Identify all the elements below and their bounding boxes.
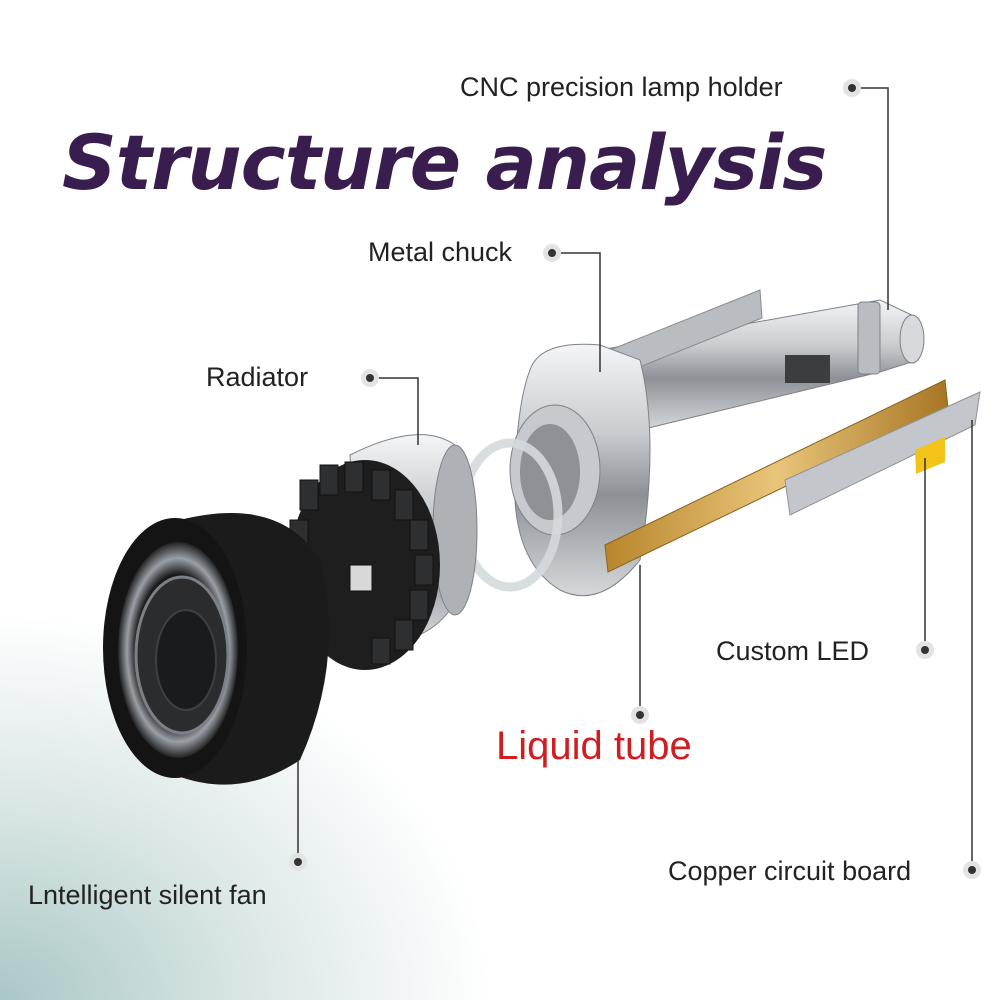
metal-chuck-leader bbox=[552, 252, 601, 372]
lamp-holder-leader bbox=[852, 87, 889, 310]
label-liquid-tube: Liquid tube bbox=[496, 724, 692, 768]
label-radiator: Radiator bbox=[206, 362, 309, 392]
leader-lines bbox=[297, 87, 973, 870]
copper-circuit-board-part bbox=[604, 379, 981, 573]
label-lamp-holder: CNC precision lamp holder bbox=[460, 72, 783, 102]
lamp-holder-part bbox=[599, 299, 925, 431]
label-circuit-board: Copper circuit board bbox=[668, 856, 912, 886]
silent-fan-part bbox=[103, 513, 329, 785]
page-title: Structure analysis bbox=[62, 118, 827, 207]
label-metal-chuck: Metal chuck bbox=[368, 237, 513, 267]
radiator-leader bbox=[370, 377, 419, 445]
label-custom-led: Custom LED bbox=[716, 636, 870, 666]
label-fan: Lntelligent silent fan bbox=[28, 880, 267, 910]
leader-dots bbox=[289, 79, 981, 879]
metal-chuck-part bbox=[509, 343, 651, 597]
